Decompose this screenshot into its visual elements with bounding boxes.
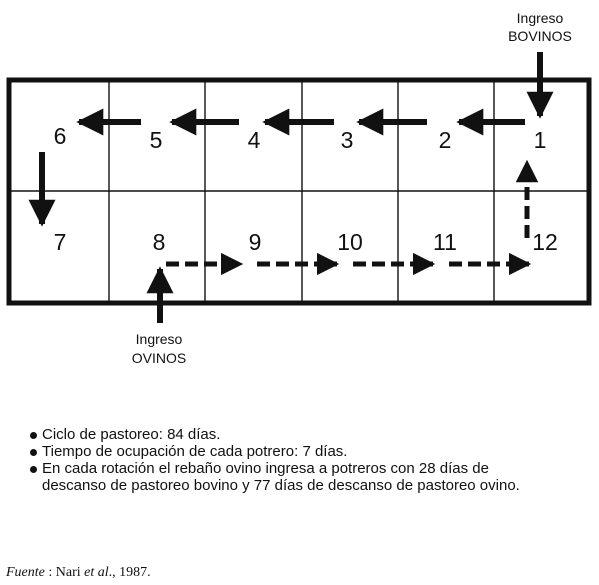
paddock-label-5: 5 <box>150 127 163 153</box>
entry-bottom-label-line1: Ingreso <box>136 331 183 347</box>
paddock-label-7: 7 <box>54 229 67 255</box>
notes-list: Ciclo de pastoreo: 84 días. Tiempo de oc… <box>30 426 550 494</box>
note-rotation-rest: En cada rotación el rebaño ovino ingresa… <box>30 460 550 494</box>
source-authors: Nari <box>55 565 85 580</box>
source-etal: et al <box>84 565 109 580</box>
paddock-label-9: 9 <box>249 229 262 255</box>
source-label: Fuente <box>6 565 45 580</box>
source-year: ., 1987. <box>108 565 151 580</box>
entry-top-label-line1: Ingreso <box>517 10 564 26</box>
paddock-label-11: 11 <box>433 229 457 255</box>
entry-bottom-label-line2: OVINOS <box>132 350 186 366</box>
paddock-label-1: 1 <box>534 127 547 153</box>
paddock-label-8: 8 <box>153 229 166 255</box>
paddock-label-3: 3 <box>341 127 354 153</box>
paddock-label-6: 6 <box>54 123 67 149</box>
source-citation: Fuente : Nari et al., 1987. <box>6 565 151 581</box>
paddock-label-12: 12 <box>532 229 558 255</box>
note-grazing-cycle: Ciclo de pastoreo: 84 días. <box>30 426 550 443</box>
entry-top-label-line2: BOVINOS <box>508 28 572 44</box>
paddock-label-2: 2 <box>439 127 452 153</box>
paddock-label-10: 10 <box>337 229 363 255</box>
source-separator: : <box>44 565 56 580</box>
paddock-label-4: 4 <box>248 127 261 153</box>
note-occupation-time: Tiempo de ocupación de cada potrero: 7 d… <box>30 443 550 460</box>
